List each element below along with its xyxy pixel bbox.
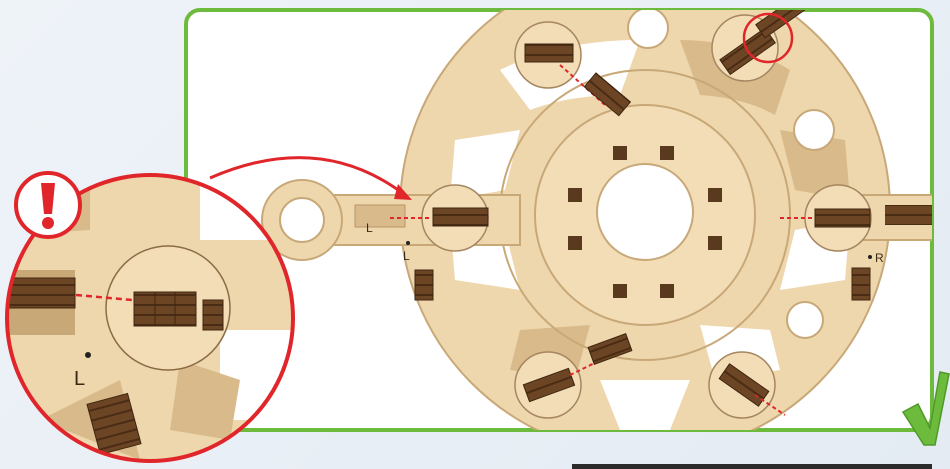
plywood-arm-right: [860, 195, 940, 240]
divider: [572, 464, 932, 469]
side-block-left: [415, 270, 433, 300]
zoom-left-mark: L: [74, 368, 85, 390]
exclamation-icon: [16, 173, 80, 237]
main-view-frame: L: [186, 0, 940, 455]
right-mark: R: [875, 251, 884, 265]
left-mark: L: [403, 249, 410, 263]
arm-side-mark: L: [366, 221, 373, 235]
side-block-right: [852, 268, 870, 300]
zoom-plank: [134, 292, 196, 326]
